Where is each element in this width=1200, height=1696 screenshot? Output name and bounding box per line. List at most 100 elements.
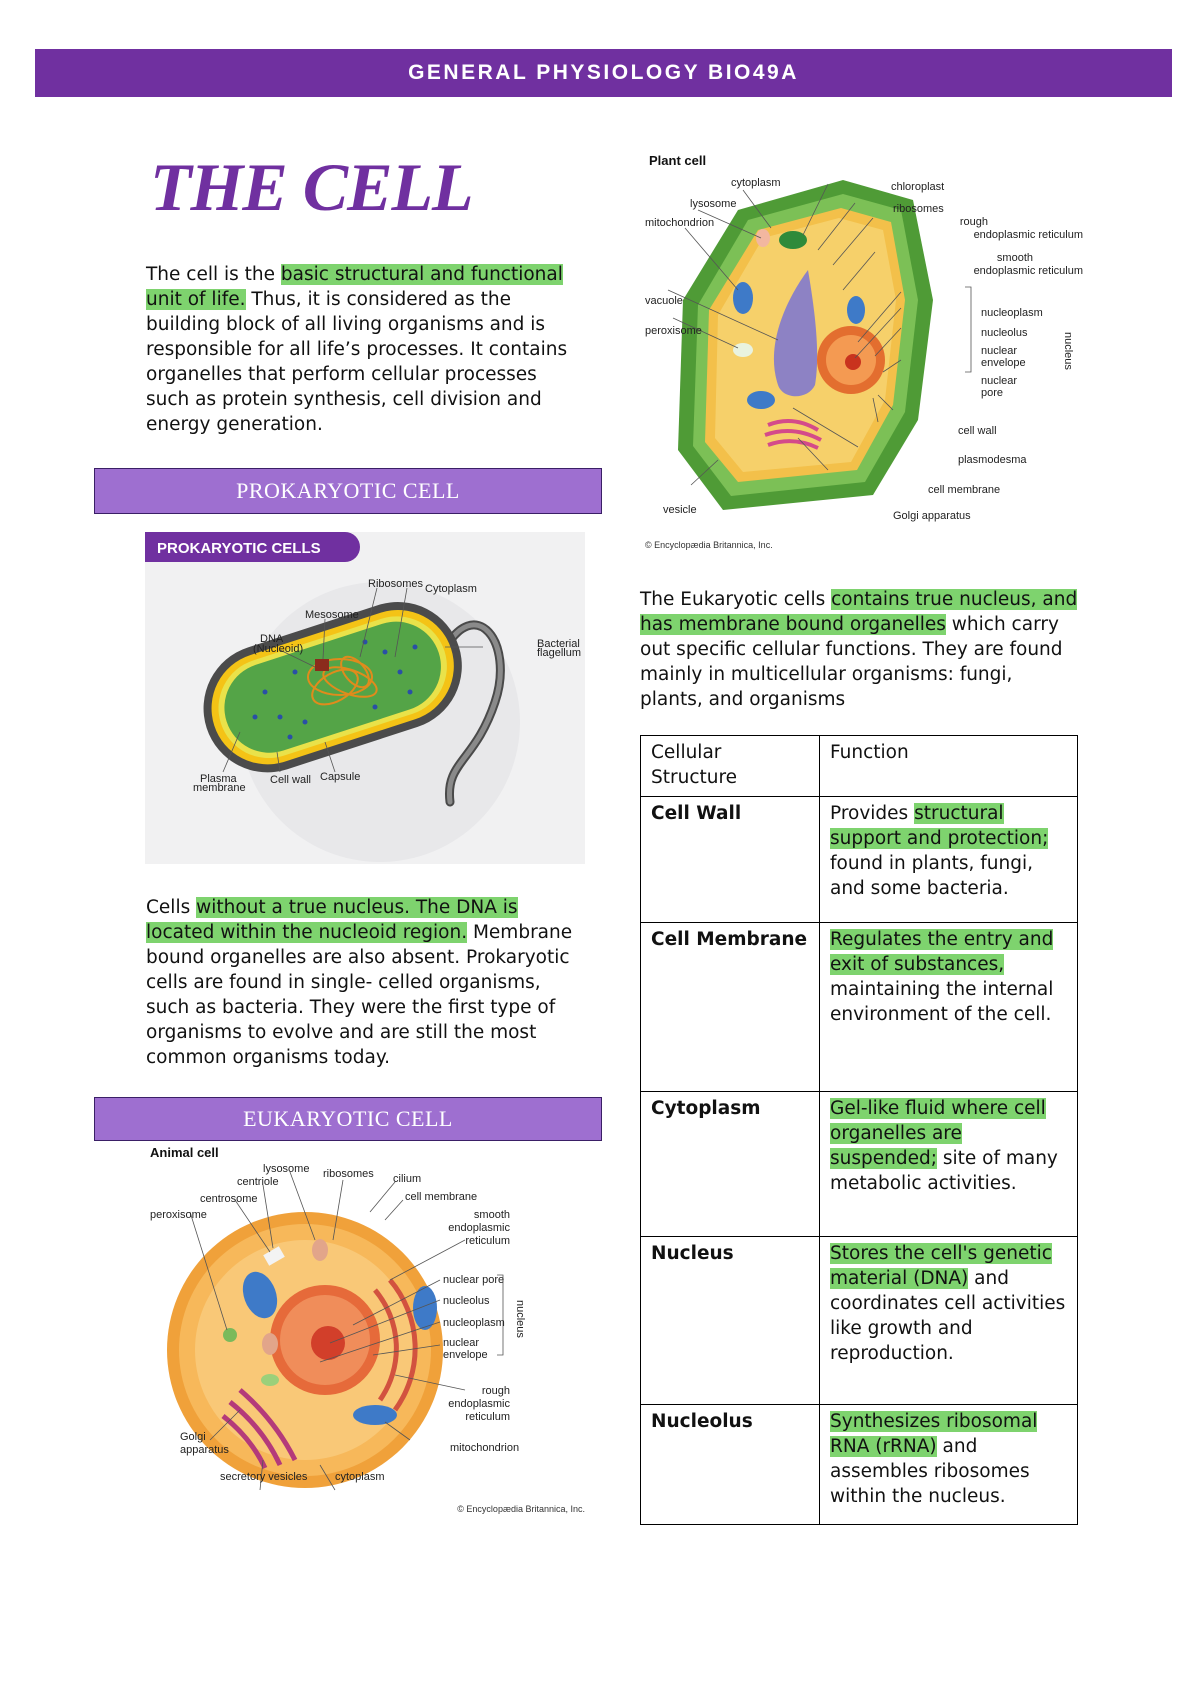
- prokaryotic-paragraph: Cells without a true nucleus. The DNA is…: [146, 895, 576, 1070]
- plant-label-nucleolus: nucleolus: [981, 327, 1028, 339]
- label-cell-wall: Cell wall: [270, 774, 311, 786]
- eukaryotic-text-rest: which carry out specific cellular functi…: [640, 614, 1063, 710]
- plant-label-chloroplast: chloroplast: [891, 181, 944, 193]
- structure-cytoplasm: Cytoplasm: [640, 1091, 820, 1237]
- structure-cell-membrane: Cell Membrane: [640, 922, 820, 1092]
- label-plasma-2: membrane: [193, 782, 246, 794]
- plant-label-vacuole: vacuole: [645, 295, 683, 307]
- animal-label-rough-2: endoplasmic: [448, 1398, 510, 1410]
- table-row: Cell Membrane Regulates the entry and ex…: [640, 922, 1078, 1092]
- structure-nucleolus: Nucleolus: [640, 1404, 820, 1525]
- animal-label-peroxisome: peroxisome: [150, 1209, 207, 1221]
- table-row: Cell Wall Provides structural support an…: [640, 796, 1078, 923]
- label-cytoplasm: Cytoplasm: [425, 583, 477, 595]
- function-highlight: Synthesizes ribosomal RNA (rRNA): [830, 1411, 1038, 1457]
- animal-label-cilium: cilium: [393, 1173, 421, 1185]
- animal-label-golgi-1: Golgi: [180, 1431, 206, 1443]
- plant-label-rough-1: rough: [960, 216, 988, 228]
- function-text-rest: and coordinates cell activities like gro…: [830, 1268, 1066, 1364]
- animal-label-rough-3: reticulum: [465, 1411, 510, 1423]
- prokaryotic-text-rest: Membrane bound organelles are also absen…: [146, 922, 573, 1068]
- plant-label-nuclear-env-1: nuclear: [981, 345, 1017, 357]
- prokaryotic-banner: PROKARYOTIC CELLS: [157, 540, 321, 557]
- plant-label-smooth-1: smooth: [997, 252, 1033, 264]
- plant-label-vesicle: vesicle: [663, 504, 697, 516]
- label-mesosome: Mesosome: [305, 609, 359, 621]
- plant-label-lysosome: lysosome: [690, 198, 736, 210]
- animal-figure-title: Animal cell: [150, 1145, 219, 1160]
- eukaryotic-paragraph: The Eukaryotic cells contains true nucle…: [640, 587, 1080, 712]
- plant-cell-diagram: Plant cell cytoplasm lysosome mitochondr…: [645, 153, 1083, 550]
- function-cell: Synthesizes ribosomal RNA (rRNA) and ass…: [819, 1404, 1078, 1525]
- label-flagellum-2: flagellum: [537, 647, 581, 659]
- animal-label-centriole: centriole: [237, 1176, 279, 1188]
- plant-label-rough-2: endoplasmic reticulum: [974, 229, 1083, 241]
- table-header-row: Cellular Structure Function: [640, 735, 1078, 797]
- animal-label-smooth-1: smooth: [474, 1209, 510, 1221]
- animal-label-cell-membrane: cell membrane: [405, 1191, 477, 1203]
- label-capsule: Capsule: [320, 771, 360, 783]
- label-nucleoid: (Nucleoid): [253, 643, 303, 655]
- function-text: Provides: [830, 803, 915, 824]
- label-plasma-1: Plasma: [200, 773, 238, 785]
- animal-label-rough-1: rough: [482, 1385, 510, 1397]
- animal-label-lysosome: lysosome: [263, 1163, 309, 1175]
- function-text-rest: found in plants, fungi, and some bacteri…: [830, 853, 1033, 899]
- function-cell: Provides structural support and protecti…: [819, 796, 1078, 923]
- plant-label-peroxisome: peroxisome: [645, 325, 702, 337]
- animal-label-nuclear-env-2: envelope: [443, 1349, 488, 1361]
- label-ribosomes: Ribosomes: [368, 578, 424, 590]
- animal-label-smooth-2: endoplasmic: [448, 1222, 510, 1234]
- function-highlight: Gel-like fluid where cell organelles are…: [830, 1098, 1046, 1169]
- plant-label-nuclear-pore-1: nuclear: [981, 375, 1017, 387]
- section-bar-prokaryotic: PROKARYOTIC CELL: [94, 468, 602, 514]
- animal-label-nucleolus: nucleolus: [443, 1295, 490, 1307]
- animal-label-nucleoplasm: nucleoplasm: [443, 1317, 505, 1329]
- table-header-function: Function: [819, 735, 1078, 797]
- animal-label-centrosome: centrosome: [200, 1193, 257, 1205]
- prokaryotic-highlight: without a true nucleus. The DNA is locat…: [146, 897, 518, 943]
- plant-figure-title: Plant cell: [649, 153, 706, 168]
- plant-label-smooth-2: endoplasmic reticulum: [974, 265, 1083, 277]
- eukaryotic-text: The Eukaryotic cells: [640, 589, 832, 610]
- table-row: Nucleolus Synthesizes ribosomal RNA (rRN…: [640, 1404, 1078, 1525]
- function-text-rest: maintaining the internal environment of …: [830, 979, 1054, 1025]
- section-bar-eukaryotic: EUKARYOTIC CELL: [94, 1097, 602, 1141]
- prokaryotic-cell-diagram: PROKARYOTIC CELLS Ribosomes Cytoplasm Me…: [145, 532, 585, 864]
- plant-label-mitochondrion: mitochondrion: [645, 217, 714, 229]
- plant-label-nucleus: nucleus: [1062, 332, 1074, 370]
- table-row: Nucleus Stores the cell's genetic materi…: [640, 1236, 1078, 1405]
- animal-label-golgi-2: apparatus: [180, 1444, 229, 1456]
- document-header: GENERAL PHYSIOLOGY BIO49A: [35, 49, 1172, 97]
- function-cell: Regulates the entry and exit of substanc…: [819, 922, 1078, 1092]
- animal-cell-diagram: Animal cell lysosome ribosomes centriole: [150, 1145, 585, 1514]
- animal-label-smooth-3: reticulum: [465, 1235, 510, 1247]
- animal-label-mitochondrion: mitochondrion: [450, 1442, 519, 1454]
- prokaryotic-text: Cells: [146, 897, 197, 918]
- intro-text-rest: Thus, it is considered as the building b…: [146, 289, 568, 435]
- cell-structure-table: Cellular Structure Function Cell Wall Pr…: [640, 735, 1078, 1525]
- label-dna: DNA: [260, 633, 284, 645]
- function-cell: Gel-like fluid where cell organelles are…: [819, 1091, 1078, 1237]
- table-row: Cytoplasm Gel-like fluid where cell orga…: [640, 1091, 1078, 1237]
- function-highlight: Stores the cell's genetic material (DNA): [830, 1243, 1052, 1289]
- plant-figure-credit: © Encyclopædia Britannica, Inc.: [645, 540, 773, 550]
- structure-nucleus: Nucleus: [640, 1236, 820, 1405]
- animal-label-nucleus: nucleus: [514, 1300, 526, 1338]
- animal-label-ribosomes: ribosomes: [323, 1168, 374, 1180]
- animal-label-secretory: secretory vesicles: [220, 1471, 308, 1483]
- intro-paragraph: The cell is the basic structural and fun…: [146, 262, 576, 437]
- intro-text: The cell is the: [146, 264, 281, 285]
- table-header-structure: Cellular Structure: [640, 735, 820, 797]
- plant-label-nuclear-pore-2: pore: [981, 387, 1003, 399]
- label-flagellum-1: Bacterial: [537, 638, 580, 650]
- header-title: GENERAL PHYSIOLOGY BIO49A: [408, 61, 799, 84]
- plant-label-cell-wall: cell wall: [958, 425, 997, 437]
- structure-cell-wall: Cell Wall: [640, 796, 820, 923]
- function-cell: Stores the cell's genetic material (DNA)…: [819, 1236, 1078, 1405]
- function-text-rest: site of many metabolic activities.: [830, 1148, 1058, 1194]
- plant-label-cytoplasm: cytoplasm: [731, 177, 781, 189]
- animal-label-nuclear-pore: nuclear pore: [443, 1274, 504, 1286]
- function-text-rest: and assembles ribosomes within the nucle…: [830, 1436, 1030, 1507]
- plant-label-nucleoplasm: nucleoplasm: [981, 307, 1043, 319]
